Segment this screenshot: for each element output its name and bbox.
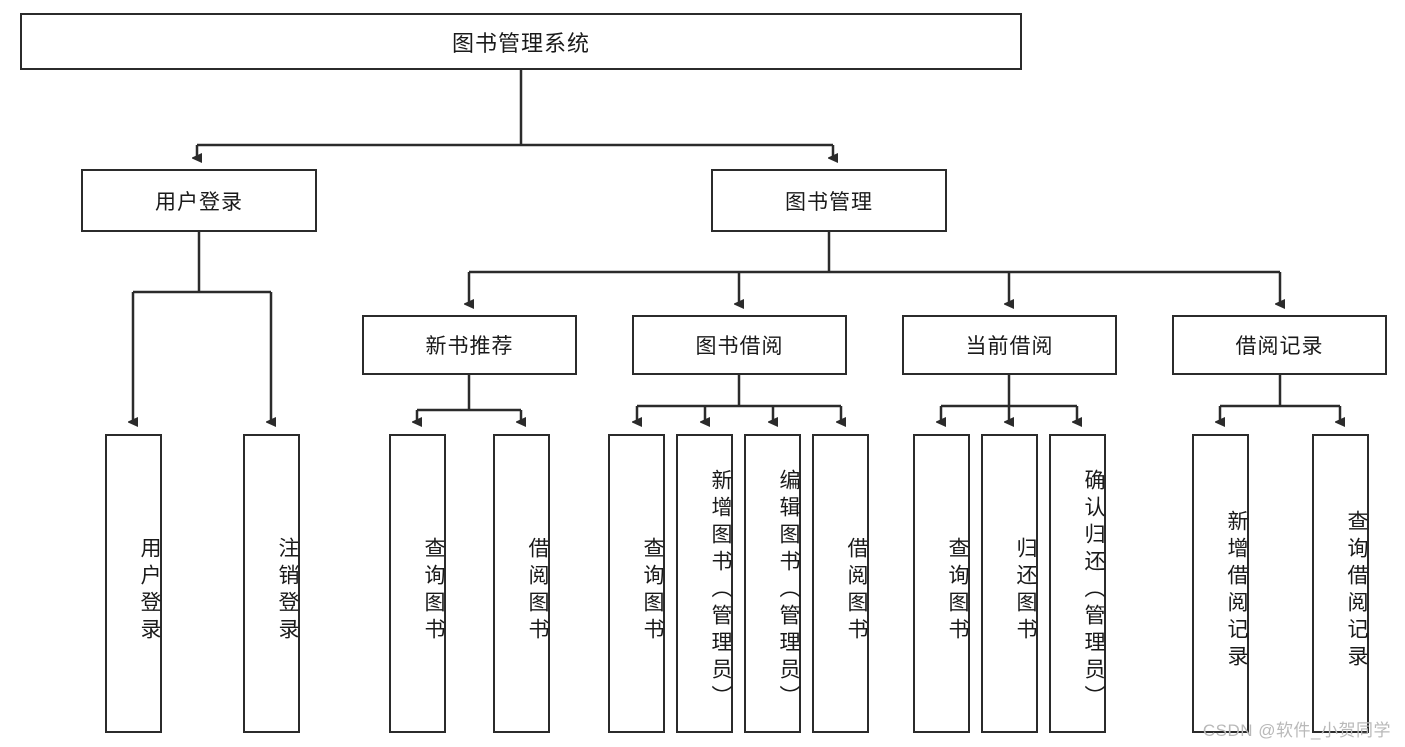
leaf-borrow-add-book-admin[interactable]: 新增图书（管理员） <box>676 434 733 733</box>
node-label: 查询图书 <box>422 536 445 645</box>
node-label: 新增图书（管理员） <box>709 469 732 712</box>
node-label: 借阅图书 <box>845 536 868 645</box>
node-label: 借阅记录 <box>1235 335 1324 358</box>
leaf-borrow-edit-book-admin[interactable]: 编辑图书（管理员） <box>744 434 801 733</box>
node-user-login[interactable]: 用户登录 <box>81 169 317 232</box>
leaf-user-login-signout[interactable]: 注销登录 <box>243 434 300 733</box>
node-label: 当前借阅 <box>965 335 1054 358</box>
node-current-borrow[interactable]: 当前借阅 <box>902 315 1117 375</box>
leaf-borrow-borrow-book[interactable]: 借阅图书 <box>812 434 869 733</box>
node-root-system[interactable]: 图书管理系统 <box>20 13 1022 70</box>
node-label: 查询借阅记录 <box>1345 509 1368 672</box>
node-borrow-record[interactable]: 借阅记录 <box>1172 315 1387 375</box>
node-label: 归还图书 <box>1014 536 1037 645</box>
node-book-management[interactable]: 图书管理 <box>711 169 947 232</box>
leaf-new-book-borrow[interactable]: 借阅图书 <box>493 434 550 733</box>
leaf-borrow-query-book[interactable]: 查询图书 <box>608 434 665 733</box>
node-label: 借阅图书 <box>526 536 549 645</box>
node-book-borrow[interactable]: 图书借阅 <box>632 315 847 375</box>
node-label: 新书推荐 <box>425 335 514 358</box>
node-new-book-recommend[interactable]: 新书推荐 <box>362 315 577 375</box>
node-label: 新增借阅记录 <box>1225 509 1248 672</box>
node-label: 查询图书 <box>641 536 664 645</box>
leaf-user-login-signin[interactable]: 用户登录 <box>105 434 162 733</box>
node-label: 编辑图书（管理员） <box>777 469 800 712</box>
leaf-current-confirm-return-admin[interactable]: 确认归还（管理员） <box>1049 434 1106 733</box>
node-label: 注销登录 <box>276 536 299 645</box>
node-label: 用户登录 <box>155 190 243 214</box>
node-label: 图书管理系统 <box>451 30 590 56</box>
watermark-text: CSDN @软件_小贺同学 <box>1202 721 1391 740</box>
node-label: 用户登录 <box>138 536 161 645</box>
leaf-new-book-query[interactable]: 查询图书 <box>389 434 446 733</box>
node-label: 确认归还（管理员） <box>1082 469 1105 712</box>
node-label: 图书借阅 <box>695 335 784 358</box>
node-label: 查询图书 <box>946 536 969 645</box>
leaf-current-query-book[interactable]: 查询图书 <box>913 434 970 733</box>
leaf-current-return-book[interactable]: 归还图书 <box>981 434 1038 733</box>
leaf-record-add-borrow-record[interactable]: 新增借阅记录 <box>1192 434 1249 733</box>
leaf-record-query-borrow-record[interactable]: 查询借阅记录 <box>1312 434 1369 733</box>
node-label: 图书管理 <box>785 190 873 214</box>
